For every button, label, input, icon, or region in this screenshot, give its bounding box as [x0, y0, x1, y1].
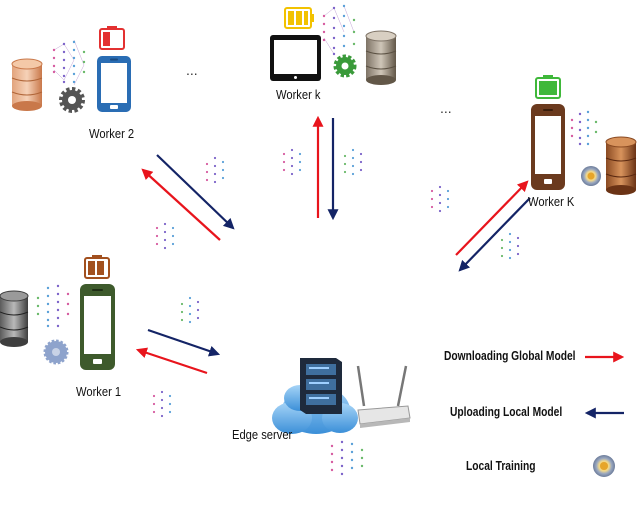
database-icon: [0, 290, 29, 347]
database-icon: [605, 136, 637, 195]
battery-icon: [99, 26, 125, 50]
neural-network-icon: [343, 148, 363, 176]
legend-training-icon: [593, 455, 615, 477]
neural-network-icon: [52, 39, 86, 86]
worker-k-label: Worker k: [276, 87, 321, 102]
server-icon: [300, 358, 342, 414]
neural-network-icon: [500, 232, 520, 260]
phone-icon: [97, 56, 131, 112]
gear-icon: [333, 54, 357, 78]
worker-2-label: Worker 2: [89, 126, 135, 141]
neural-network-icon: [570, 110, 598, 146]
neural-network-icon: [430, 185, 450, 213]
download-arrow-worker-2: [141, 168, 221, 241]
ellipsis-top: ...: [186, 62, 198, 78]
worker-K-label: Worker K: [528, 194, 575, 209]
neural-network-icon: [282, 148, 302, 176]
router-icon: [356, 365, 411, 428]
gear-icon: [59, 87, 85, 113]
battery-icon: [84, 255, 110, 279]
worker-2-group: [11, 26, 131, 113]
edge-server-group: [272, 358, 411, 476]
worker-k-group: [270, 4, 397, 85]
edge-server-label: Edge server: [232, 427, 293, 442]
neural-network-icon: [330, 440, 364, 476]
legend-local-label: Local Training: [466, 459, 536, 473]
neural-network-icon: [322, 4, 356, 58]
worker-K-group: [531, 75, 637, 195]
ellipsis-right: ...: [440, 100, 452, 116]
neural-network-icon: [155, 222, 175, 250]
phone-icon: [80, 284, 115, 370]
neural-network-icon: [36, 284, 70, 328]
battery-icon: [535, 75, 561, 99]
upload-arrow-worker-1: [147, 328, 221, 357]
database-icon: [365, 30, 397, 85]
legend-upload-label: Uploading Local Model: [450, 405, 563, 419]
tablet-icon: [270, 35, 321, 81]
battery-icon: [284, 7, 314, 29]
upload-arrow-worker-2: [156, 154, 235, 230]
download-arrow-worker-K: [455, 180, 529, 256]
download-arrow-worker-1: [135, 347, 208, 375]
neural-network-icon: [180, 296, 200, 324]
worker-1-label: Worker 1: [76, 384, 122, 399]
neural-network-icon: [205, 156, 225, 184]
database-icon: [11, 58, 43, 111]
upload-arrow-worker-K: [458, 197, 531, 272]
training-icon: [43, 339, 69, 365]
phone-icon: [531, 104, 565, 190]
legend-download-label: Downloading Global Model: [444, 349, 576, 363]
training-icon: [581, 166, 601, 186]
worker-1-group: [0, 255, 115, 370]
neural-network-icon: [152, 390, 172, 418]
